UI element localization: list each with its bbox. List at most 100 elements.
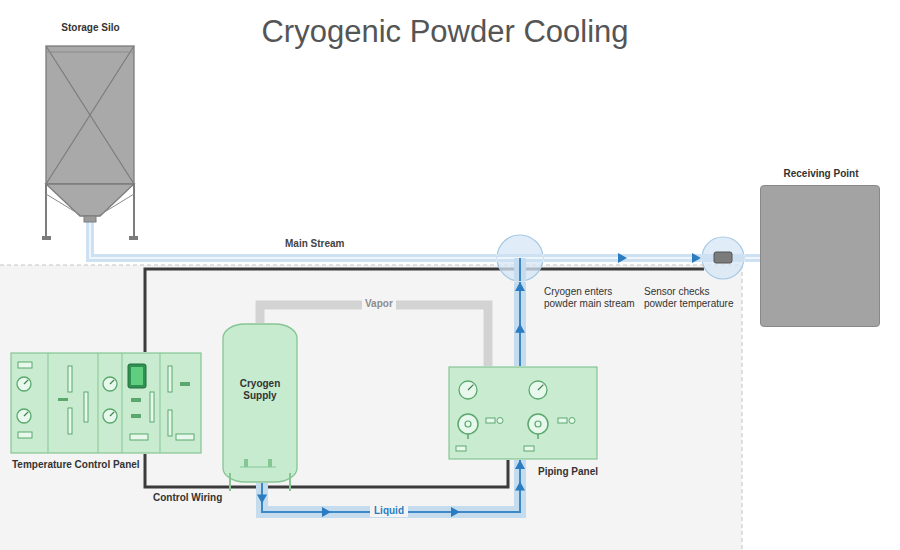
rect-part — [244, 459, 248, 467]
circle-part — [535, 421, 541, 427]
line-part — [46, 46, 134, 184]
arrowhead — [692, 253, 701, 263]
rect-part — [558, 418, 567, 423]
circle-part — [497, 418, 503, 424]
edge-label: Main Stream — [285, 238, 344, 250]
node-label: Cryogen Supply — [228, 378, 292, 402]
arrowhead — [257, 494, 267, 503]
silo-node: Storage Silo — [38, 22, 143, 244]
rect-part — [131, 414, 141, 418]
line-part — [98, 353, 99, 453]
sensor-callout: Sensor checks powder temperature — [701, 236, 745, 280]
rect-part — [223, 324, 297, 482]
pipe-core — [90, 222, 496, 258]
line-part — [48, 353, 49, 453]
rect-part — [449, 367, 597, 459]
pipe-band — [544, 254, 701, 262]
rect-part — [68, 366, 72, 392]
rect-part — [176, 434, 194, 440]
line-part — [514, 258, 526, 281]
receiving-node: Receiving Point — [760, 168, 882, 328]
node-shape — [760, 185, 880, 327]
rect-part — [46, 46, 134, 184]
rect-part — [524, 446, 534, 451]
node-label: Sensor checks powder temperature — [644, 286, 740, 310]
circle-part — [17, 409, 31, 423]
polygon-part — [46, 184, 134, 216]
line-part — [537, 434, 539, 439]
rect-part — [18, 362, 32, 368]
node-label: Storage Silo — [38, 22, 143, 34]
rect-part — [456, 446, 466, 451]
line-part — [46, 194, 82, 216]
circle-part — [465, 421, 471, 427]
rect-part — [131, 367, 143, 385]
node-shape — [496, 234, 544, 282]
node-shape — [448, 366, 598, 460]
arrowhead — [515, 482, 525, 491]
control-panel-node: Temperature Control Panel — [10, 352, 205, 474]
node-shape — [42, 44, 138, 222]
liquid-connector — [515, 282, 525, 366]
rect-part — [84, 392, 88, 422]
circle-part — [528, 414, 548, 434]
injection-point-callout: Cryogen enters powder main stream — [496, 234, 544, 282]
circle-part — [459, 381, 477, 399]
diagram-title: Cryogenic Powder Cooling — [0, 14, 890, 50]
edge-label: Liquid — [370, 505, 408, 517]
node-label: Temperature Control Panel — [12, 459, 202, 471]
circle-part — [103, 409, 117, 423]
edge-label: Control Wiring — [153, 492, 222, 504]
pipe-band — [90, 222, 496, 258]
rect-part — [42, 236, 51, 240]
rect-part — [18, 432, 32, 438]
line-part — [24, 380, 28, 384]
line-part — [46, 46, 134, 184]
line-part — [467, 434, 469, 439]
rect-part — [268, 459, 272, 467]
main-connector — [745, 258, 760, 259]
line-part — [110, 412, 114, 416]
line-part — [240, 466, 276, 467]
line-part — [45, 184, 47, 238]
rect-part — [131, 398, 141, 402]
circle-part — [103, 377, 117, 391]
region-border — [0, 265, 742, 550]
rect-part — [11, 353, 201, 453]
line-part — [24, 412, 28, 416]
main-connector — [544, 253, 701, 263]
rect-part — [58, 398, 68, 401]
line-part — [519, 258, 521, 281]
arrowhead — [322, 507, 331, 517]
node-shape — [701, 236, 745, 280]
circle-part — [702, 237, 744, 279]
circle-part — [569, 418, 575, 424]
node-label: Cryogen enters powder main stream — [544, 286, 640, 310]
node-shape — [222, 323, 298, 483]
arrowhead — [515, 282, 525, 291]
rect-part — [68, 408, 72, 434]
line-part — [110, 380, 114, 384]
node-label: Piping Panel — [510, 466, 598, 478]
line-part — [133, 184, 135, 238]
line-part — [46, 52, 134, 53]
arrowhead — [451, 507, 460, 517]
line-part — [468, 385, 473, 390]
line-part — [538, 385, 543, 390]
cryogen-tank-node: Cryogen Supply — [220, 320, 300, 490]
line-part — [289, 473, 291, 491]
rect-part — [129, 236, 138, 240]
circle-part — [17, 377, 31, 391]
arrowhead — [515, 324, 525, 333]
node-label: Receiving Point — [760, 168, 882, 180]
region-fill — [0, 265, 742, 550]
rect-part — [84, 216, 96, 222]
rect-part — [128, 364, 146, 388]
node-shape — [10, 352, 202, 454]
rect-part — [714, 252, 732, 263]
rect-part — [180, 382, 190, 386]
rect-part — [486, 418, 495, 423]
line-part — [122, 353, 123, 453]
arrowhead — [618, 253, 627, 263]
